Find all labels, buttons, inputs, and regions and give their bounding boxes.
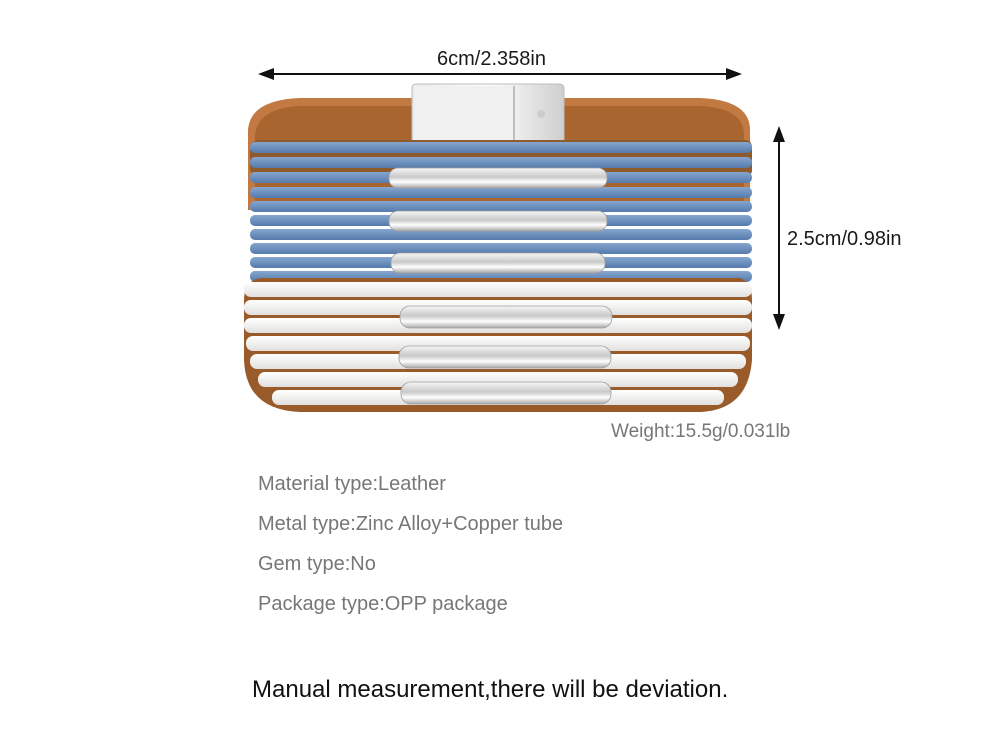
spec-gem-type: Gem type:No [258,553,376,575]
silver-tubes [388,167,613,405]
spec-metal-type: Metal type:Zinc Alloy+Copper tube [258,513,564,535]
height-label: 2.5cm/0.98in [787,228,902,250]
spec-material-type: Material type:Leather [258,473,446,495]
weight-label: Weight:15.5g/0.031lb [611,421,791,442]
width-arrow [258,68,742,80]
measurement-note: Manual measurement,there will be deviati… [252,676,729,703]
height-arrow [773,126,785,330]
spec-package-type: Package type:OPP package [258,593,508,615]
width-label: 6cm/2.358in [437,48,546,70]
